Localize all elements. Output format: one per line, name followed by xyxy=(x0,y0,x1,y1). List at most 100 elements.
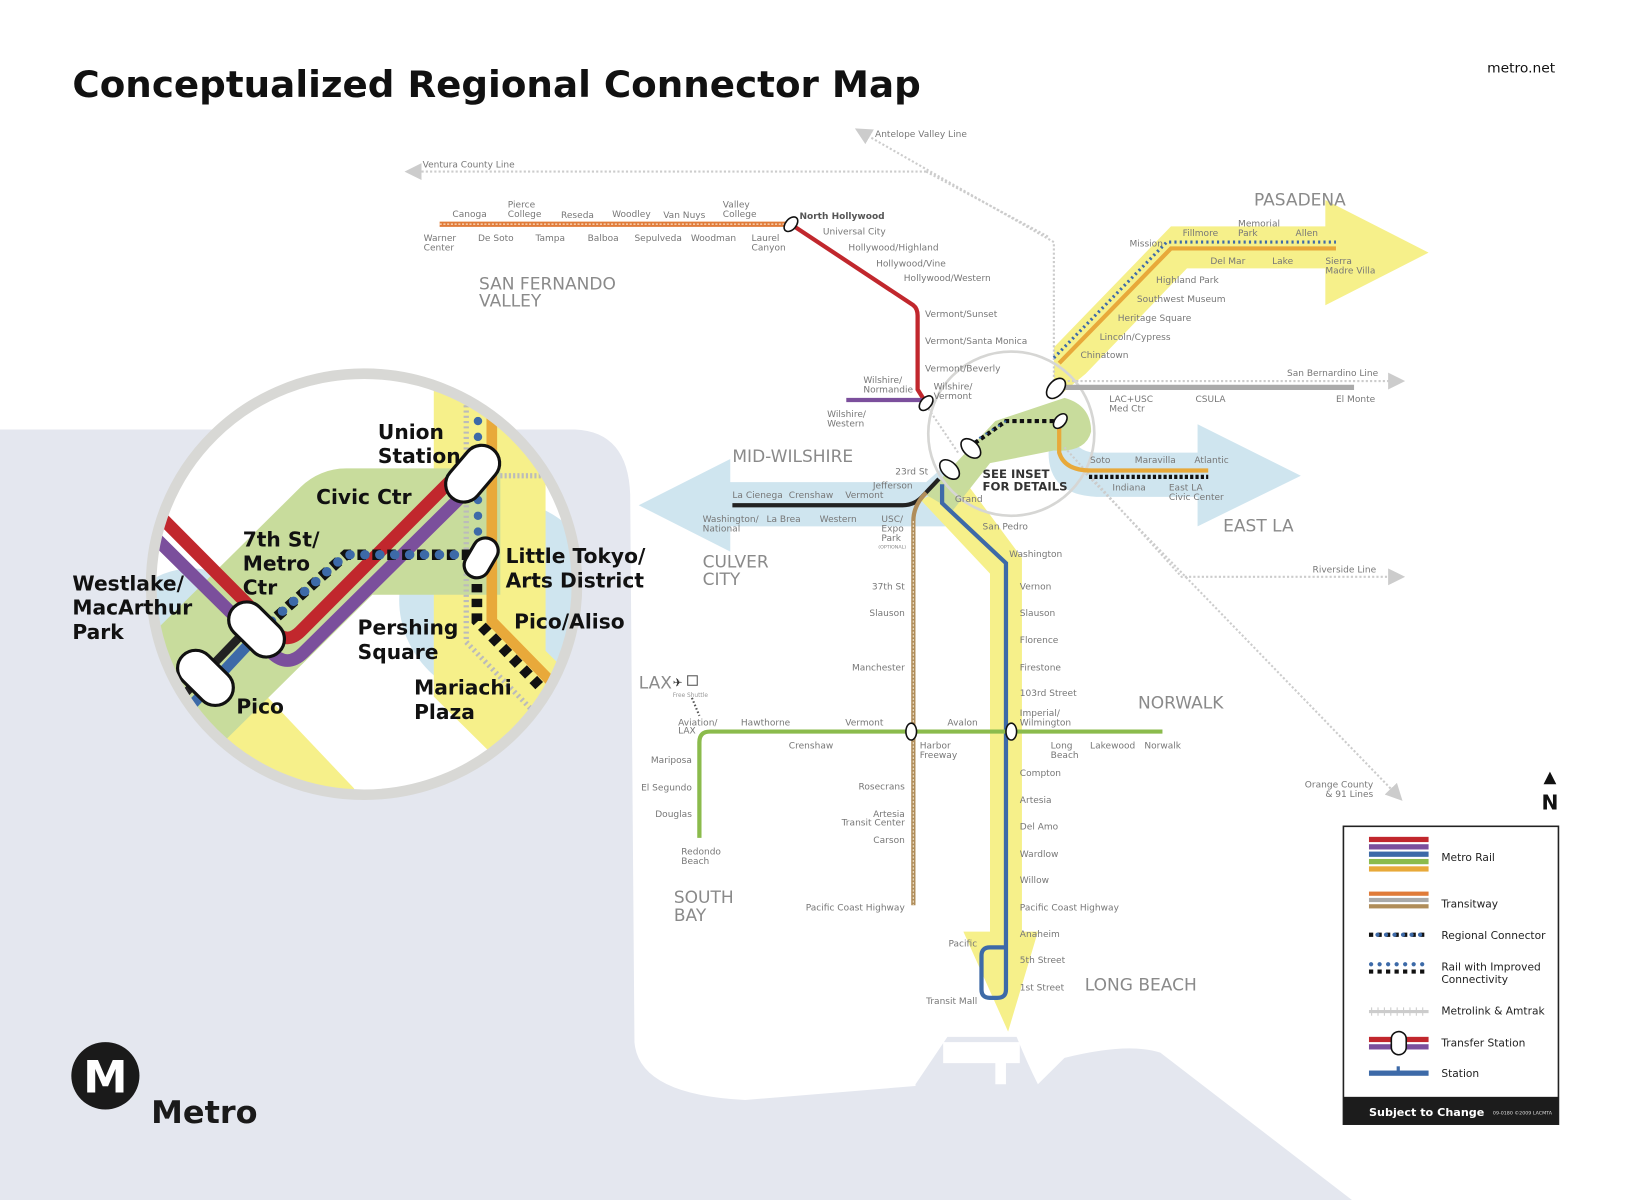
station-label: El Segundo xyxy=(641,784,692,794)
station-label: 5th Street xyxy=(1020,956,1066,966)
station-label: Warner xyxy=(424,234,457,244)
harbor-transitway xyxy=(911,491,928,906)
station-note: (OPTIONAL) xyxy=(878,544,906,550)
station-label: Wilshire/ xyxy=(863,376,903,386)
inset-label: Arts District xyxy=(506,568,645,592)
station-label: Vermont xyxy=(845,491,884,501)
station-label: La Brea xyxy=(766,515,800,525)
station-label: Indiana xyxy=(1112,484,1145,494)
downtown-inset[interactable]: Union Station Civic Ctr 7th St/ Metro Ct… xyxy=(72,358,646,821)
inset-label: Plaza xyxy=(414,700,475,724)
station-label: Hawthorne xyxy=(741,718,791,728)
station-label: Crenshaw xyxy=(789,491,833,501)
south-band xyxy=(920,478,1038,1032)
station-label: Canyon xyxy=(752,244,786,254)
station-label: Jefferson xyxy=(872,481,913,491)
shuttle-icon xyxy=(687,675,698,686)
station-label: Sepulveda xyxy=(634,234,681,244)
station-label: De Soto xyxy=(478,234,514,244)
north-label: N xyxy=(1541,791,1558,815)
station-label: Hollywood/Vine xyxy=(876,259,946,269)
improved-connectivity-pasadena xyxy=(1052,240,1336,359)
green-line xyxy=(697,729,1163,838)
purple-line xyxy=(846,397,928,405)
page-title: Conceptualized Regional Connector Map xyxy=(72,63,920,106)
station-label: Anaheim xyxy=(1020,930,1060,940)
transfer-station-union-station[interactable] xyxy=(1043,375,1069,402)
orange-county-line-label: & 91 Lines xyxy=(1325,790,1373,800)
station-label: Grand xyxy=(955,495,983,505)
region-label: MID-WILSHIRE xyxy=(732,446,853,466)
legend: Metro Rail Transitway Regional Connector… xyxy=(1342,825,1560,1125)
station-label: Pacific Coast Highway xyxy=(806,904,906,914)
transfer-station-north-hollywood[interactable] xyxy=(781,214,800,234)
station-label: Mariposa xyxy=(651,756,692,766)
east-stations: LAC+USC Med Ctr CSULA El Monte Soto Mara… xyxy=(1090,395,1376,503)
inset-frame xyxy=(145,368,583,800)
transfer-station-wilshire-vermont[interactable] xyxy=(917,393,936,413)
station-label: Civic Center xyxy=(1169,493,1224,503)
lax-label: LAX xyxy=(639,673,673,693)
station-label: Manchester xyxy=(852,664,905,674)
station-label: Firestone xyxy=(1020,664,1062,674)
station-label: Center xyxy=(424,244,455,254)
red-line xyxy=(789,222,928,405)
gold-line-eastside xyxy=(1057,421,1209,473)
station-label: College xyxy=(508,210,542,220)
station-label: Transit Mall xyxy=(925,997,977,1007)
inset-label: MacArthur xyxy=(72,596,192,620)
inset-transfer-union-station[interactable] xyxy=(438,438,507,509)
station-label: Western xyxy=(820,515,857,525)
site-link[interactable]: metro.net xyxy=(1487,61,1556,77)
region-label: SOUTH xyxy=(674,887,734,907)
region-label: VALLEY xyxy=(479,290,542,310)
station-label: 23rd St xyxy=(895,468,928,478)
station-label: Memorial xyxy=(1238,219,1280,229)
station-label: Crenshaw xyxy=(789,741,833,751)
station-label: Redondo xyxy=(681,848,721,858)
metro-logo[interactable]: M Metro xyxy=(71,1042,258,1131)
lax-shuttle-path xyxy=(690,697,701,717)
station-label: Woodley xyxy=(612,210,651,220)
legend-label: Station xyxy=(1441,1068,1479,1080)
station-label: Pacific xyxy=(948,939,977,949)
station-label: East LA xyxy=(1169,484,1204,494)
station-label: Harbor xyxy=(920,741,951,751)
logo-letter: M xyxy=(83,1053,127,1104)
inset-transfer-pico[interactable] xyxy=(170,643,241,713)
gold-line-stations: Mission Fillmore Memorial Park Allen Del… xyxy=(1080,219,1375,361)
san-bernardino-line-label: San Bernardino Line xyxy=(1287,369,1379,379)
station-label: Vermont/Santa Monica xyxy=(925,337,1027,347)
inset-transfer-little-tokyo[interactable] xyxy=(459,533,502,582)
antelope-line-label: Antelope Valley Line xyxy=(875,130,967,140)
transfer-station-little-tokyo[interactable] xyxy=(1051,411,1070,431)
inset-label: Civic Ctr xyxy=(316,485,411,509)
metrolink-lines xyxy=(404,128,1406,801)
transfer-station-imperial-wilmington[interactable] xyxy=(1005,722,1018,741)
transfer-station-7th-metro[interactable] xyxy=(957,435,984,462)
station-label: Del Mar xyxy=(1210,257,1245,267)
station-label: Washington/ xyxy=(703,515,760,525)
station-label: 1st Street xyxy=(1020,984,1065,994)
station-label: Vermont/Beverly xyxy=(925,365,1001,375)
region-label: LONG BEACH xyxy=(1085,975,1197,995)
station-label: Highland Park xyxy=(1156,276,1219,286)
see-inset-label: SEE INSET xyxy=(983,467,1050,481)
station-label: Canoga xyxy=(452,210,486,220)
station-label: Willow xyxy=(1020,876,1049,886)
station-label: Hollywood/Highland xyxy=(848,244,938,254)
region-label: BAY xyxy=(674,905,707,925)
transfer-station-harbor-freeway[interactable] xyxy=(905,722,918,741)
legend-footer: Subject to Change xyxy=(1369,1106,1484,1119)
legend-label: Transfer Station xyxy=(1440,1037,1525,1049)
ventura-line-label: Ventura County Line xyxy=(423,160,516,170)
region-label: SAN FERNANDO xyxy=(479,274,616,294)
inset-transfer-7th-metro[interactable] xyxy=(221,594,292,664)
inset-locator-circle[interactable] xyxy=(926,350,1096,518)
station-label: Lakewood xyxy=(1090,741,1135,751)
station-label: Allen xyxy=(1296,229,1319,239)
station-label: Hollywood/Western xyxy=(904,274,991,284)
transfer-station-pico[interactable] xyxy=(936,456,963,483)
station-label: Imperial/ xyxy=(1020,709,1061,719)
airplane-icon: ✈ xyxy=(673,675,683,689)
